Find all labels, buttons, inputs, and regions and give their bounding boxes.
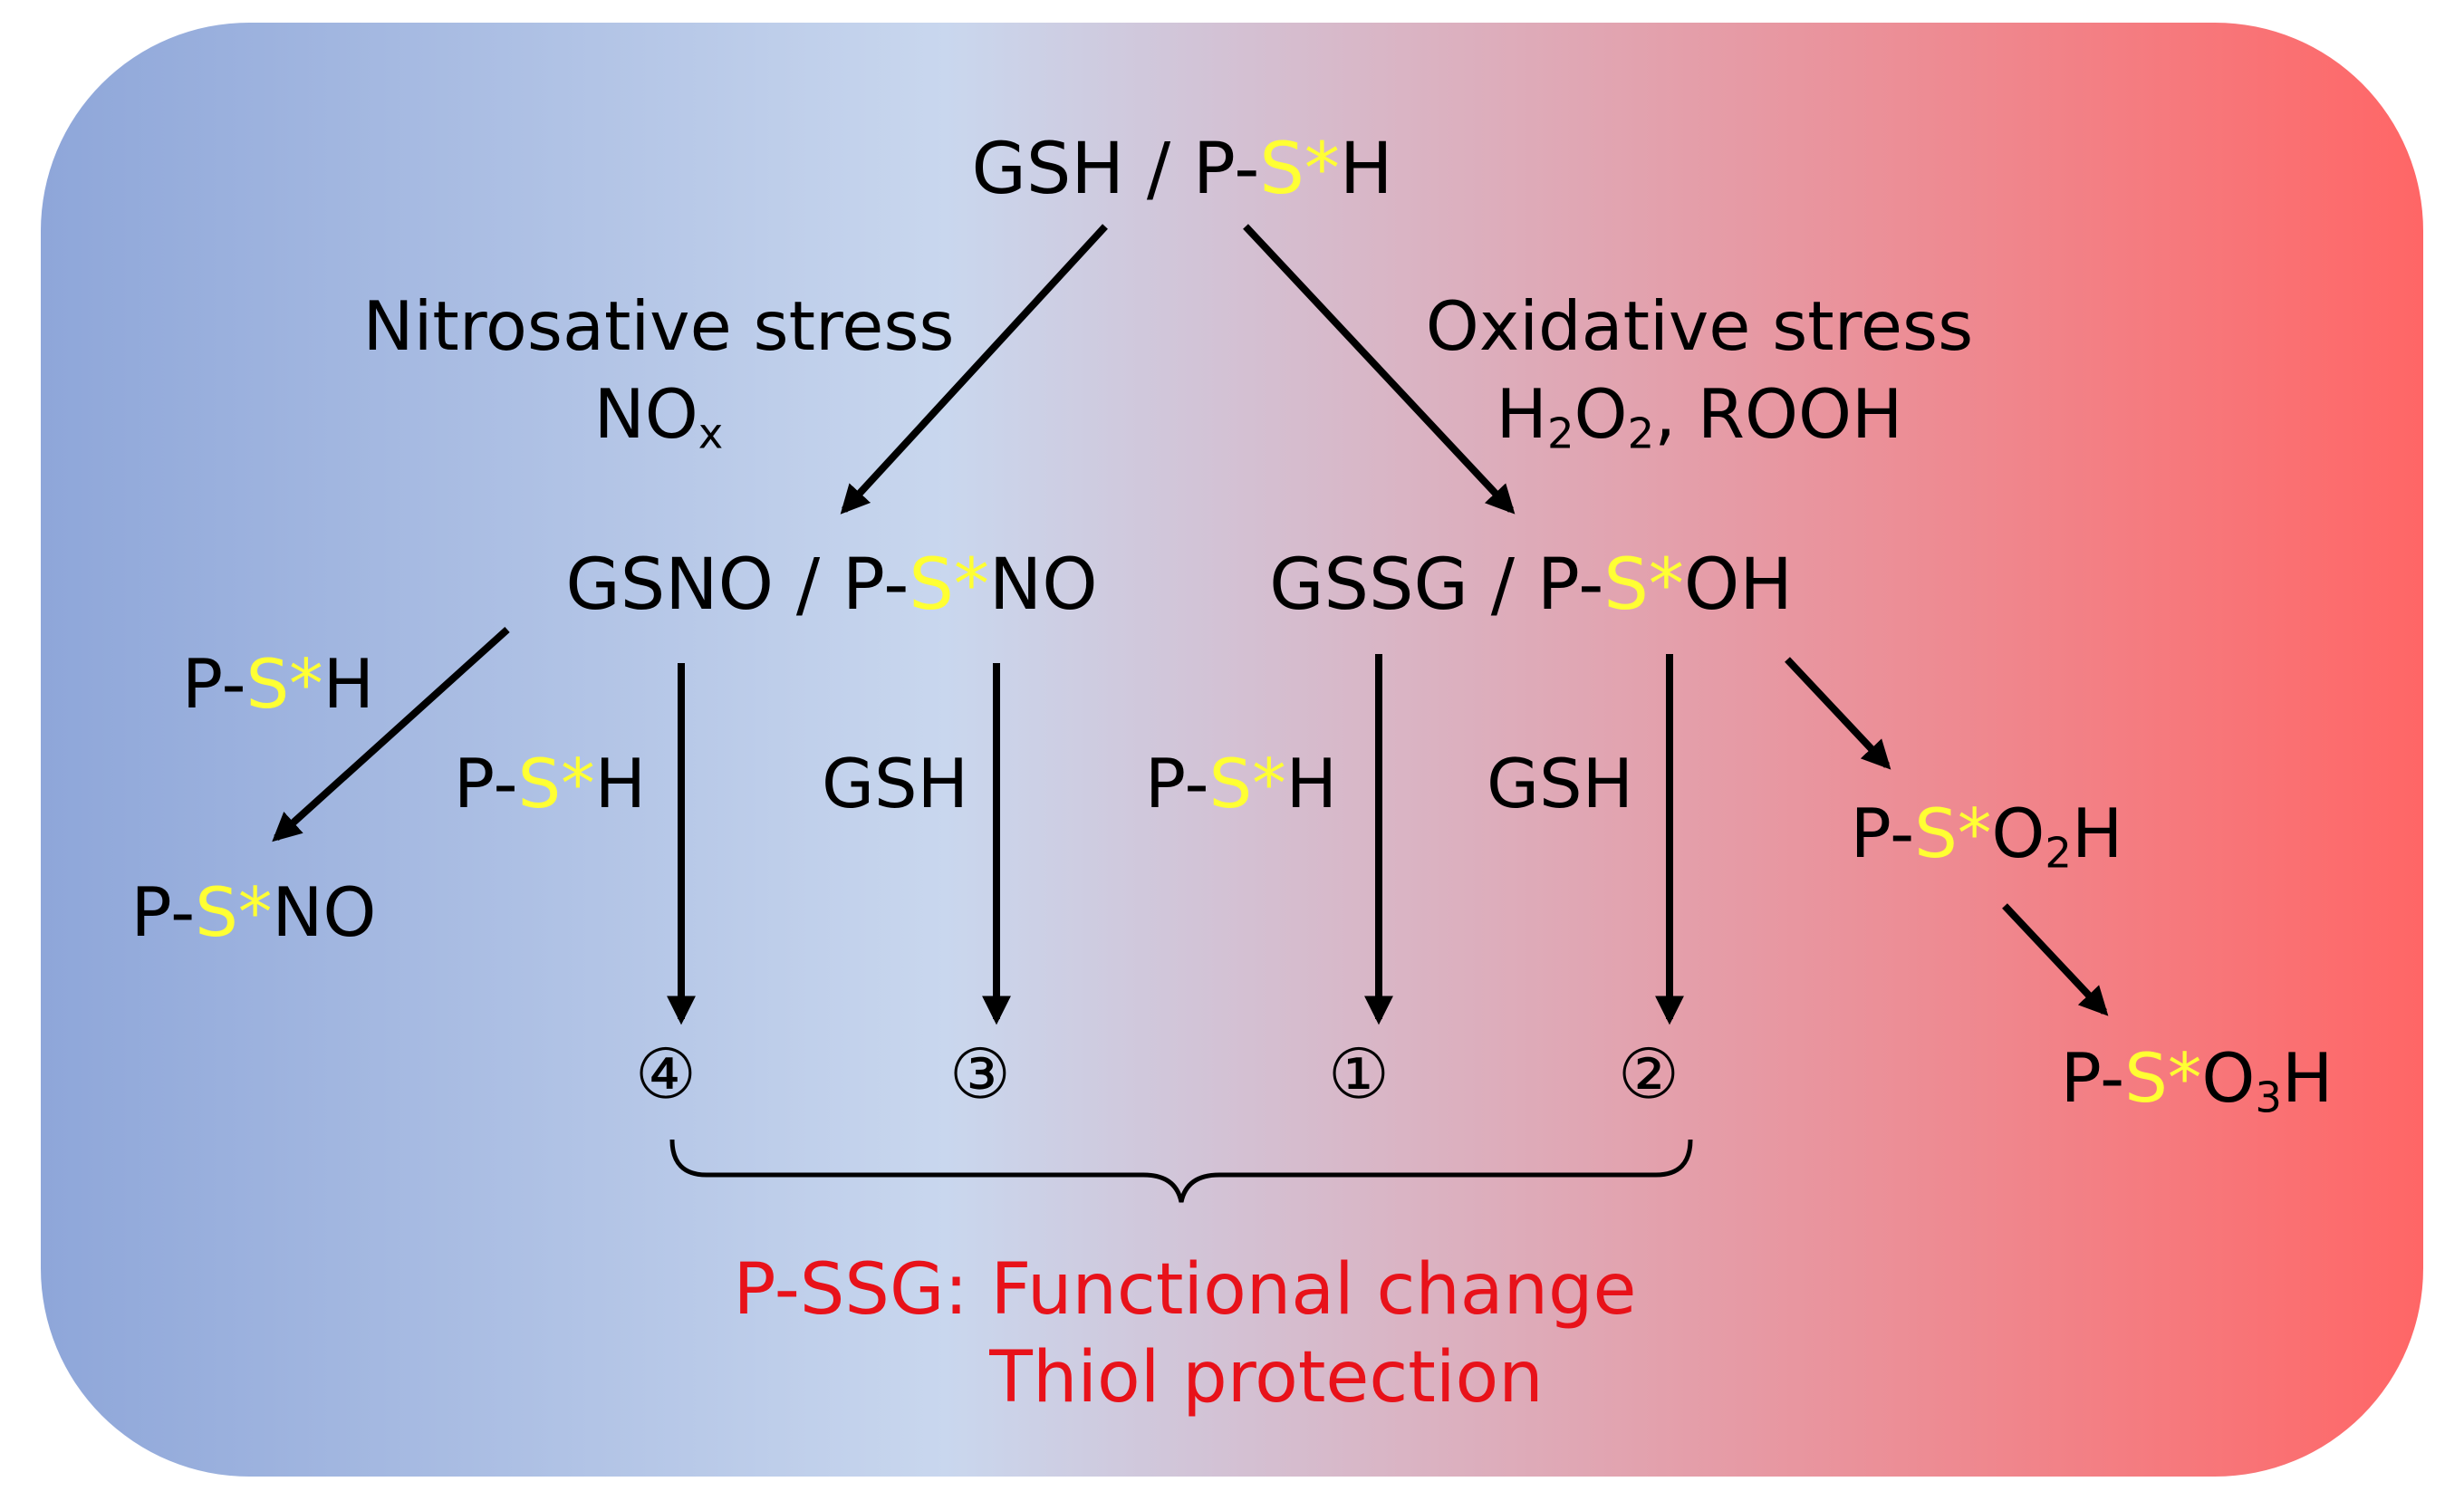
arrow-to-gsno	[840, 224, 1108, 515]
reagent-1-label: P-S*H	[1144, 744, 1338, 823]
gradient-background	[41, 23, 2423, 1477]
reagent-3-label: GSH	[821, 744, 969, 823]
left-product-label: P-S*NO	[130, 872, 377, 952]
arrow-to-left-product	[272, 627, 510, 842]
nitrosative-stress-label: Nitrosative stress	[362, 286, 955, 366]
result-line-2: Thiol protection	[989, 1337, 1544, 1419]
outcome-1-marker: ①	[1327, 1034, 1391, 1114]
oxidative-agent-label: H2O2, ROOH	[1496, 374, 1903, 458]
outcome-3-marker: ③	[948, 1034, 1012, 1114]
arrow-to-sulfinic	[1785, 657, 1891, 770]
outcome-4-marker: ④	[634, 1034, 698, 1114]
outcome-2-marker: ②	[1617, 1034, 1680, 1114]
oxidative-stress-label: Oxidative stress	[1425, 286, 1974, 366]
sulfinic-acid-label: P-S*O2H	[1850, 794, 2123, 878]
gsno-species-label: GSNO / P-S*NO	[565, 544, 1098, 626]
arrow-to-gssg	[1243, 224, 1516, 515]
top-species-label: GSH / P-S*H	[971, 129, 1393, 210]
outcome-brace	[669, 1139, 1693, 1203]
result-line-1: P-SSG: Functional change	[733, 1249, 1637, 1331]
left-reagent-label: P-S*H	[181, 644, 375, 724]
arrow-to-sulfonic	[2002, 903, 2109, 1016]
sulfonic-acid-label: P-S*O3H	[2060, 1038, 2334, 1122]
reagent-4-label: P-S*H	[453, 744, 647, 823]
reagent-2-label: GSH	[1486, 744, 1634, 823]
gssg-species-label: GSSG / P-S*OH	[1269, 544, 1793, 626]
nitrosative-agent-label: NOx	[593, 374, 724, 458]
